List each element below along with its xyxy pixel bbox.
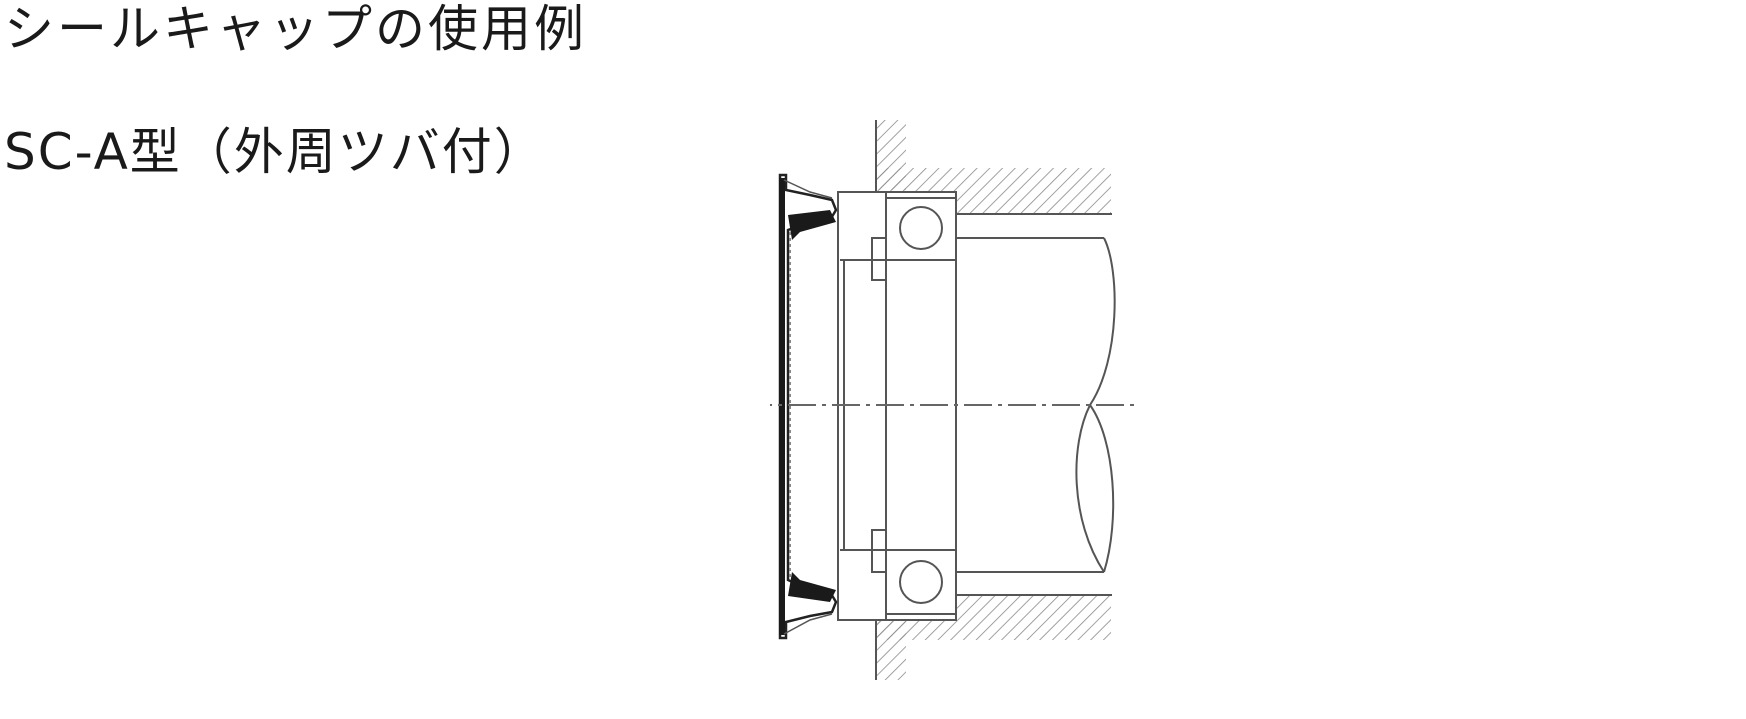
seal-cap-diagram-icon [770,120,1135,680]
page-title: シールキャップの使用例 [4,0,587,58]
section-title: SC-A型（外周ツバ付） [4,123,546,181]
seal-cap [778,173,838,640]
seal-cap-diagram [770,120,1290,680]
